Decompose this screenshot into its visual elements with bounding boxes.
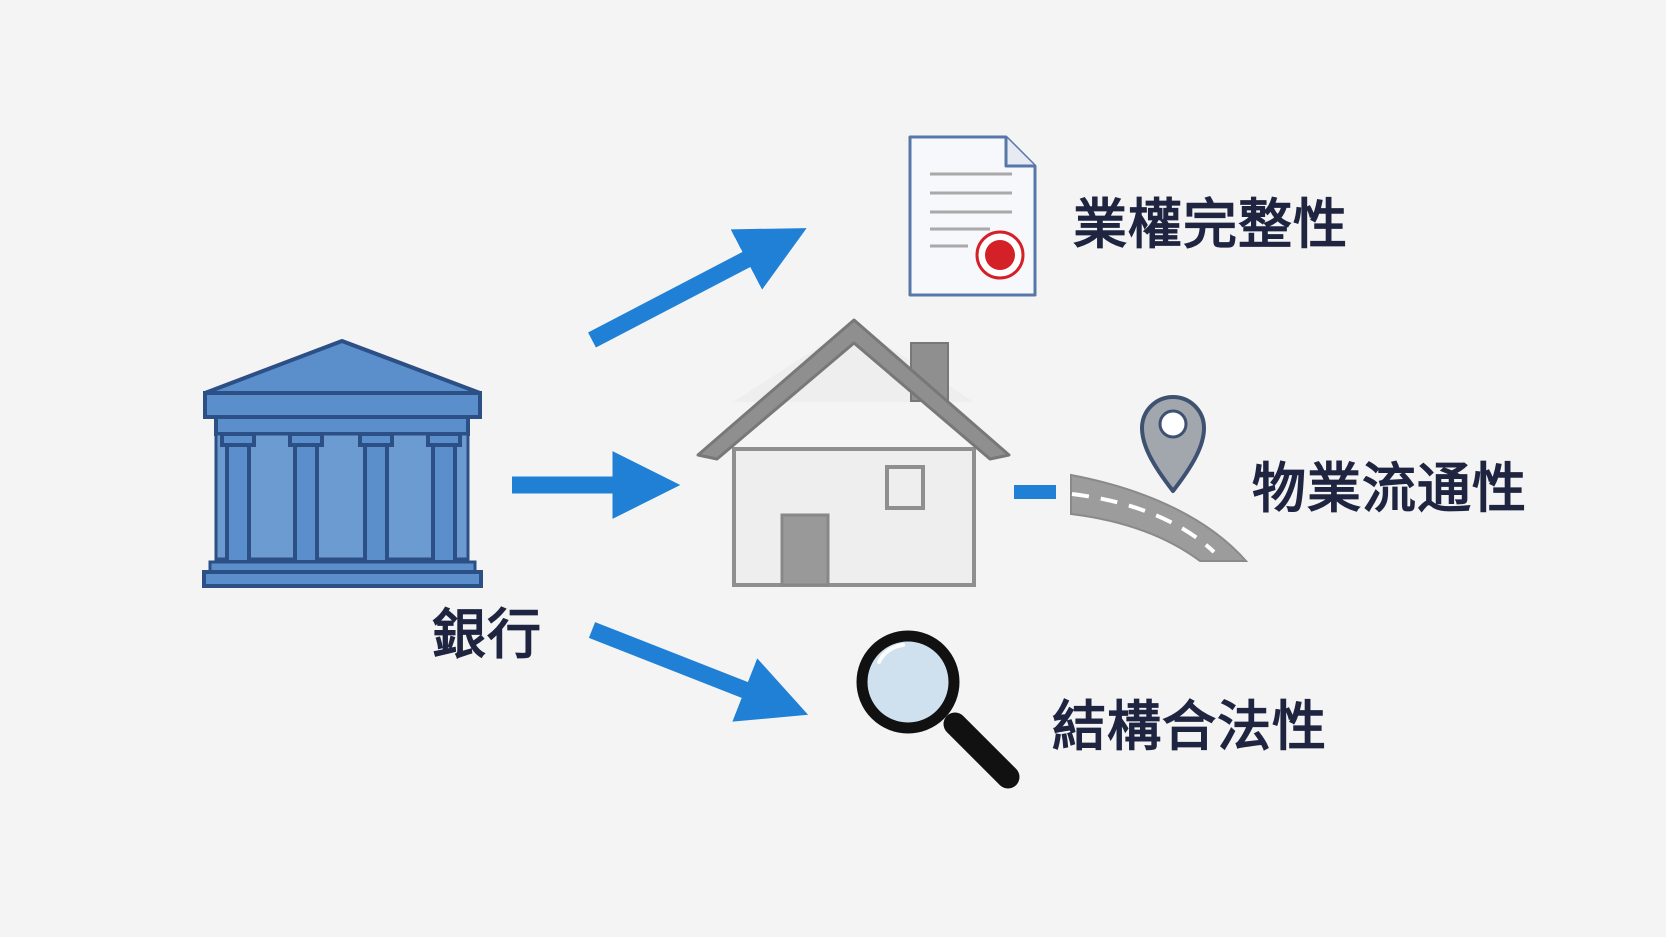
location-pin-icon (1140, 395, 1206, 493)
house-door (780, 513, 830, 587)
bank-label: 銀行 (432, 603, 542, 666)
house-window (885, 465, 925, 510)
arrow-to-legality (588, 622, 809, 722)
road-icon (1070, 473, 1249, 562)
connector-dash (1014, 485, 1056, 499)
arrow-to-title (588, 228, 807, 348)
house-icon (696, 318, 1011, 587)
magnifying-glass-icon (856, 630, 1020, 789)
title-integrity-label: 業權完整性 (1073, 193, 1348, 256)
structural-legality-label: 結構合法性 (1052, 695, 1327, 758)
property-liquidity-label: 物業流通性 (1252, 457, 1527, 520)
certificate-document-icon (908, 135, 1037, 297)
bank-icon (202, 339, 483, 588)
